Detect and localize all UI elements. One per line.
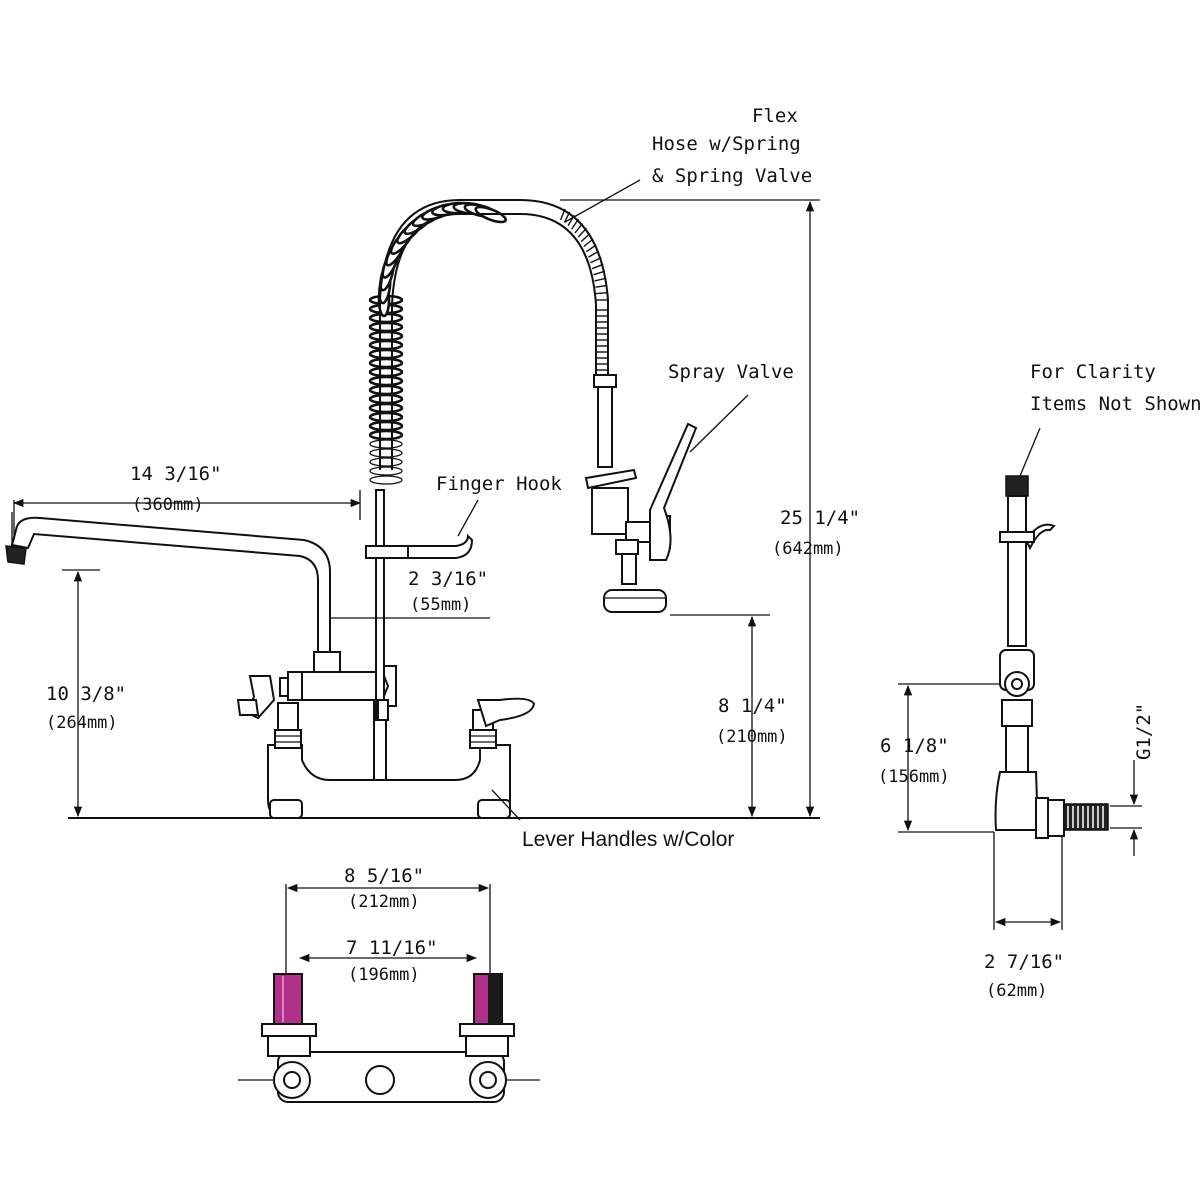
hose-band (585, 244, 597, 253)
hose-band (595, 292, 608, 295)
spout-height-in: 10 3/8" (46, 683, 126, 705)
hose-band (595, 284, 608, 288)
hose-band (583, 238, 594, 248)
wall-bracket (267, 744, 511, 819)
finger-hook (407, 533, 474, 559)
hot-handle-stem (273, 973, 303, 1025)
side-depth-in: 2 7/16" (984, 951, 1064, 973)
spring-coil (368, 384, 404, 396)
thread-size: G1/2" (1133, 703, 1155, 760)
valve-height-in: 8 1/4" (718, 695, 787, 717)
spout-height-mm: (264mm) (46, 713, 118, 733)
hose-band (580, 232, 591, 243)
spring-coil (369, 448, 403, 458)
lever-handles-label: Lever Handles w/Color (522, 828, 734, 851)
flex-hose-label-1: Flex (752, 105, 798, 127)
spring-coil (368, 357, 404, 369)
flex-hose-label-3: & Spring Valve (652, 165, 812, 187)
spring-coil (369, 439, 403, 449)
hose-band (571, 218, 579, 230)
spray-valve-label: Spray Valve (668, 361, 794, 383)
finger-hook-label: Finger Hook (436, 473, 562, 495)
hose-band (593, 270, 606, 276)
flex-hose-label-2: Hose w/Spring (652, 133, 801, 155)
hose-band (574, 223, 584, 234)
top-view: 8 5/16" (212mm) 7 11/16" (196mm) (238, 865, 540, 1103)
spout-reach-in: 14 3/16" (130, 463, 222, 485)
clarity-label-2: Items Not Shown (1030, 393, 1200, 415)
swing-spout (10, 516, 331, 653)
outer-spacing-mm: (212mm) (348, 892, 420, 912)
spout-reach-mm: (360mm) (132, 495, 204, 515)
valve-height-mm: (210mm) (716, 727, 788, 747)
hose-band (588, 250, 600, 258)
hook-offset-in: 2 3/16" (408, 568, 488, 590)
total-height-mm: (642mm) (772, 539, 844, 559)
spring-coil (368, 366, 404, 378)
clarity-label-1: For Clarity (1030, 361, 1156, 383)
spring-coil (368, 429, 404, 441)
spring-coil (369, 466, 403, 476)
spring-coil (368, 411, 404, 423)
spring-coil (368, 321, 404, 333)
hose-band (591, 263, 604, 270)
spring-coil (369, 475, 403, 485)
hose-band (590, 256, 602, 264)
hose-band (594, 277, 607, 282)
inner-spacing-mm: (196mm) (348, 965, 420, 985)
side-height-in: 6 1/8" (880, 735, 949, 757)
hose-band (563, 211, 571, 223)
hook-offset-mm: (55mm) (410, 595, 471, 615)
spring-coil (368, 402, 404, 414)
spring-coil (368, 393, 404, 405)
right-valve (469, 697, 536, 749)
left-valve (236, 675, 302, 749)
spring-coil (368, 420, 404, 432)
side-height-mm: (156mm) (878, 767, 950, 787)
spring-coil (369, 457, 403, 467)
spring-coil (368, 348, 404, 360)
total-height-in: 25 1/4" (780, 507, 860, 529)
spring-coil (368, 330, 404, 342)
spring-coil (368, 375, 404, 387)
side-depth-mm: (62mm) (986, 981, 1047, 1001)
spring-coil (368, 339, 404, 351)
spray-valve (584, 374, 698, 613)
side-view: For Clarity Items Not Shown 6 1/8" (156m… (878, 361, 1200, 1001)
outer-spacing-in: 8 5/16" (344, 865, 424, 887)
inner-spacing-in: 7 11/16" (346, 937, 438, 959)
front-view: Flex Hose w/Spring & Spring Valve Spray … (5, 105, 860, 851)
hose-band (577, 227, 587, 238)
hose-band (559, 208, 566, 221)
